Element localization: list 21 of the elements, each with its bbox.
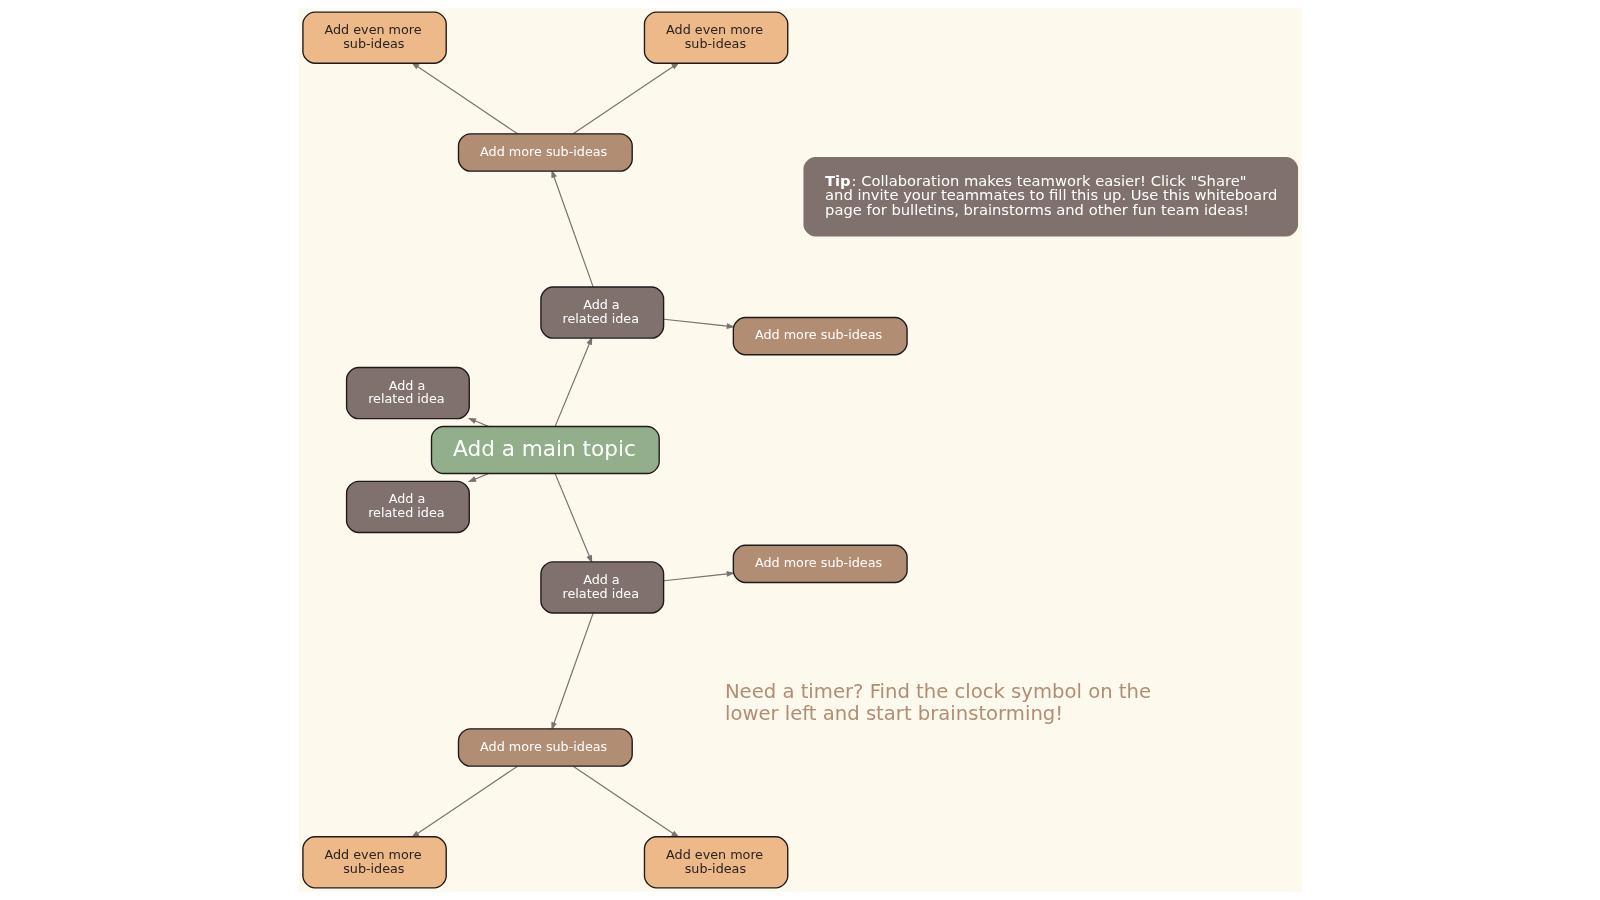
node-box: Add even more sub-ideas	[301, 836, 447, 889]
arrow	[550, 169, 594, 288]
node-box: Add even more sub-ideas	[643, 836, 788, 889]
node-box: Add a related idea	[539, 561, 664, 614]
node-box: Add more sub-ideas	[732, 544, 908, 584]
node-box: Tip: Collaboration makes teamwork easier! Click "Share" and invite your teammates to fill this up. Use this whiteboard page for bulletins, brainstorms and other fun team ideas!	[802, 157, 1298, 237]
label: Need a timer? Find the clock symbol on the lower left and start brainstorming!	[724, 680, 1151, 725]
arrow	[554, 336, 592, 427]
arrow	[550, 612, 594, 731]
node-box: Add more sub-ideas	[457, 133, 633, 172]
node-box: Add a main topic	[430, 425, 660, 475]
arrow	[554, 473, 592, 564]
node-box: Add a related idea	[345, 480, 470, 534]
node-box: Add a related idea	[539, 286, 664, 339]
node-box: Add even more sub-ideas	[301, 11, 447, 64]
node-box: Add a related idea	[345, 366, 470, 420]
arrow	[662, 571, 735, 582]
arrow	[662, 318, 735, 329]
node-box: Add more sub-ideas	[732, 316, 908, 356]
node-box: Add more sub-ideas	[457, 728, 633, 767]
node-box: Add even more sub-ideas	[643, 11, 788, 64]
